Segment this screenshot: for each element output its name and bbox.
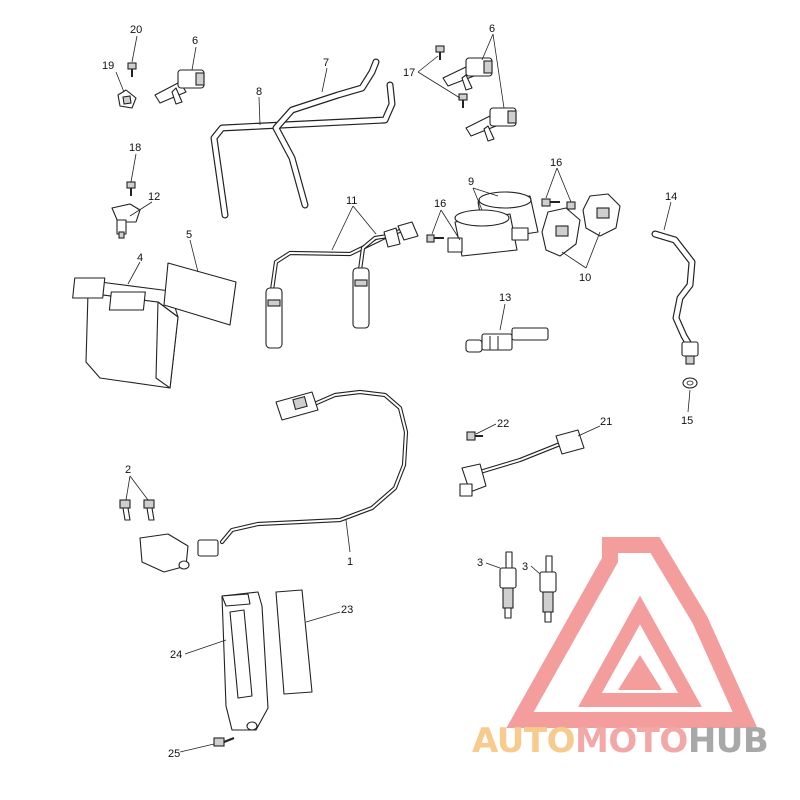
callout-2: 2 [125, 464, 131, 476]
part-spark-plug-3-b [539, 555, 557, 623]
callout-15: 15 [681, 415, 693, 427]
part-hose-7 [272, 58, 380, 209]
callout-11: 11 [346, 195, 357, 207]
part-bolt-18 [126, 181, 136, 196]
part-sensor-6-b [442, 57, 493, 91]
callout-21: 21 [600, 416, 612, 428]
leader-lines [115, 33, 691, 753]
part-washer-15 [682, 377, 698, 389]
callout-17: 17 [403, 67, 415, 79]
part-ecu-4 [72, 277, 179, 389]
part-harness-1 [139, 389, 409, 573]
callout-6-a: 6 [192, 35, 198, 47]
logo-triangle-core [618, 655, 662, 690]
callout-3-a: 3 [477, 557, 483, 569]
callout-1: 1 [347, 556, 353, 568]
part-bolt-25 [213, 736, 235, 747]
part-pad-5 [163, 262, 237, 326]
part-bracket-24 [221, 591, 269, 731]
callout-25: 25 [168, 748, 180, 760]
callout-7: 7 [323, 57, 329, 69]
callout-22: 22 [497, 418, 509, 430]
part-cap-10-b [582, 193, 621, 237]
part-bolt-20 [127, 62, 137, 77]
svg-text:AUTOMOTOHUB: AUTOMOTOHUB [472, 721, 768, 761]
part-sensor-6-c [465, 107, 517, 142]
callout-16-a: 16 [434, 198, 446, 210]
part-pad-23 [275, 589, 313, 695]
callout-18: 18 [129, 142, 141, 154]
callout-20: 20 [130, 24, 142, 36]
part-hose-14 [651, 230, 699, 365]
part-ht-leads-11 [265, 221, 419, 349]
callout-6-b: 6 [489, 23, 495, 35]
part-sensor-13 [465, 327, 549, 353]
part-bolt-17-a [435, 45, 445, 60]
logo-word-moto: MOTO [575, 721, 688, 761]
logo-word-hub: HUB [688, 721, 768, 761]
callout-14: 14 [665, 191, 677, 203]
part-bolt-2-b [143, 499, 155, 521]
callout-4: 4 [137, 252, 143, 264]
part-hose-8 [210, 81, 396, 219]
logo-triangle-outer [506, 537, 758, 728]
part-bolt-22 [466, 431, 483, 441]
part-clip-19 [117, 89, 137, 109]
part-bolt-16-d [566, 201, 576, 210]
part-spark-plug-3-a [499, 551, 517, 619]
callout-16-b: 16 [550, 157, 562, 169]
callout-5: 5 [186, 229, 192, 241]
callout-8: 8 [256, 86, 262, 98]
callout-24: 24 [170, 649, 182, 661]
callout-23: 23 [341, 604, 353, 616]
callout-19: 19 [102, 60, 114, 72]
part-bolt-17-b [458, 93, 468, 108]
callout-10: 10 [579, 272, 591, 284]
part-sensor-6-a [154, 69, 205, 105]
watermark-logo: AUTOMOTOHUB [472, 537, 769, 761]
logo-triangle-inner [578, 595, 702, 707]
part-bolt-16-a [426, 234, 444, 243]
part-bolt-16-c [541, 198, 560, 207]
callout-13: 13 [499, 292, 511, 304]
part-sensor-21 [459, 429, 585, 497]
part-bolt-2-a [119, 499, 131, 521]
logo-word-auto: AUTO [472, 721, 575, 761]
part-cap-10-a [541, 207, 581, 257]
callout-3-b: 3 [522, 561, 528, 573]
callout-9: 9 [468, 176, 474, 188]
callout-12: 12 [148, 191, 160, 203]
callout-labels: 1 2 3 4 5 6 6 7 8 9 10 11 12 13 14 15 16… [102, 23, 693, 760]
part-coil-9 [447, 191, 539, 257]
part-sensor-12 [111, 203, 141, 239]
